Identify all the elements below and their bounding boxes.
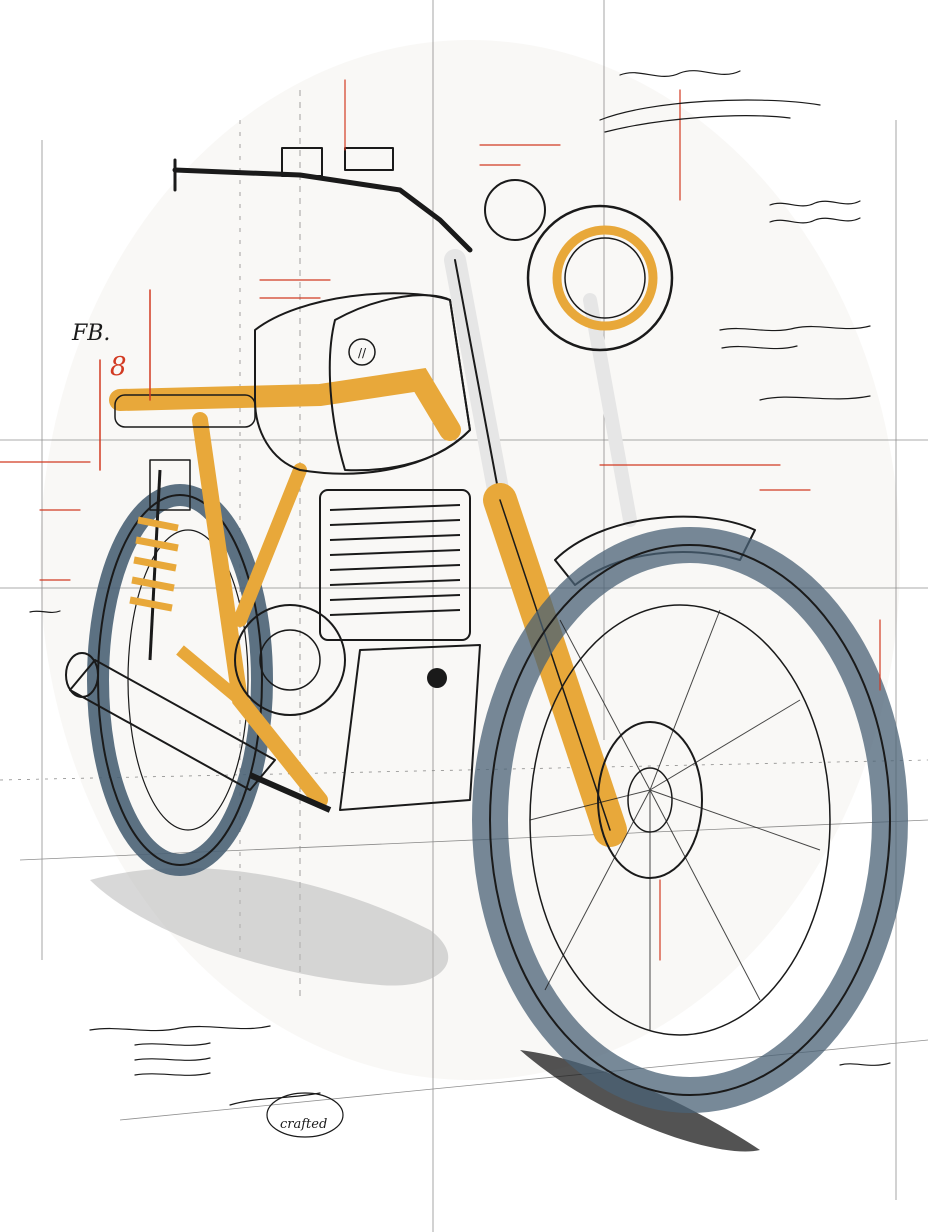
fuel-tank: // [254, 292, 471, 475]
engine [234, 489, 471, 716]
handwritten-notes [29, 70, 891, 1138]
rear-shock-absorber [129, 459, 191, 661]
headlight [484, 179, 674, 352]
side-panel [339, 644, 481, 811]
tank-badge: // [358, 346, 367, 360]
footer-signature: crafted [280, 1117, 327, 1132]
frame [109, 368, 461, 808]
side-panel-bolt [427, 668, 447, 688]
front-forks [444, 249, 637, 847]
handlebar [172, 147, 473, 253]
red-dimension-annotations [0, 79, 881, 961]
exhaust-pipe [65, 652, 332, 813]
side-label-left: FB. [71, 321, 110, 346]
front-wheel [472, 527, 908, 1113]
spec-number: 8 [110, 352, 127, 382]
